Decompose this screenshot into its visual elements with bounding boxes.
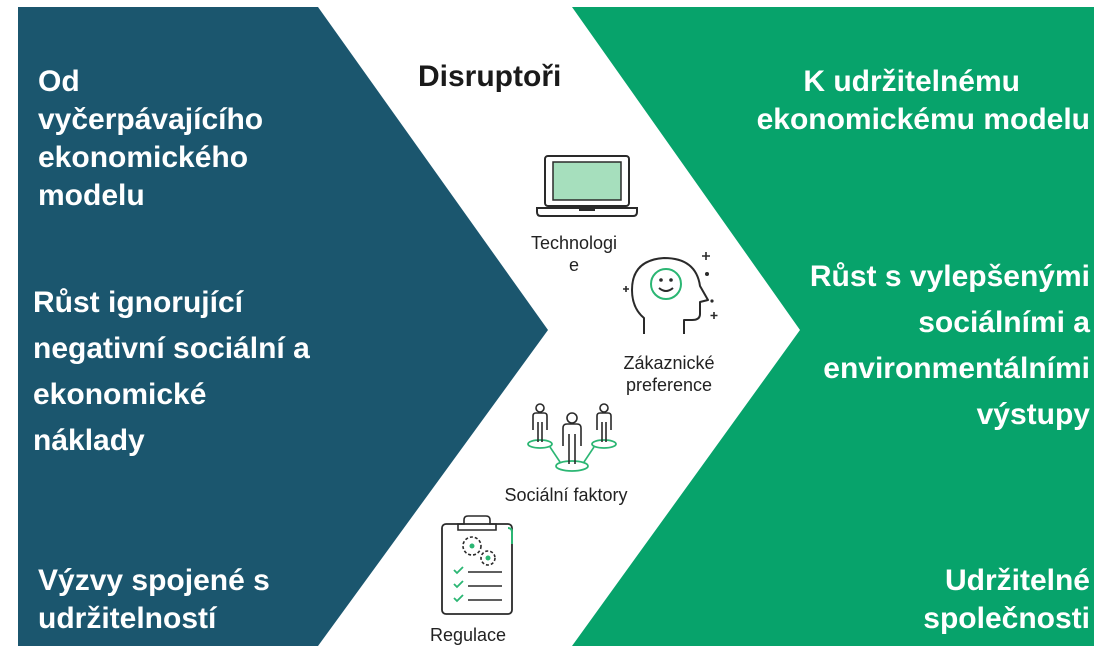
technology-label: Technologi e bbox=[519, 232, 629, 276]
left-heading-line: modelu bbox=[38, 179, 145, 212]
right-heading-line: K udržitelnému bbox=[803, 65, 1020, 98]
right-growth-line: Růst s vylepšenými bbox=[809, 260, 1090, 293]
regulation-label-line: Regulace bbox=[429, 625, 507, 645]
left-challenges-line: udržitelností bbox=[38, 602, 217, 635]
right-growth-line: výstupy bbox=[976, 398, 1090, 431]
left-growth-line: Růst ignorující bbox=[33, 286, 243, 319]
right-chevron-panel bbox=[572, 7, 1094, 646]
right-companies-text: Udržitelné společnosti bbox=[923, 562, 1090, 638]
right-growth-text: Růst s vylepšenými sociálními a environm… bbox=[810, 254, 1090, 438]
disruptors-title: Disruptoři bbox=[418, 60, 562, 93]
right-heading-line: ekonomickému modelu bbox=[756, 103, 1090, 136]
right-companies-line: Udržitelné bbox=[944, 564, 1090, 597]
customer-preferences-label-line: preference bbox=[625, 375, 713, 395]
left-heading-line: Od bbox=[38, 65, 80, 98]
technology-label-line: Technologi bbox=[530, 233, 618, 253]
left-growth-line: ekonomické bbox=[33, 378, 207, 411]
left-chevron-panel bbox=[18, 7, 548, 646]
head-smile-icon bbox=[623, 252, 718, 334]
left-growth-line: negativní sociální a bbox=[33, 332, 310, 365]
left-heading-line: vyčerpávajícího bbox=[38, 103, 264, 136]
customer-preferences-label-line: Zákaznické bbox=[623, 353, 715, 373]
people-network-icon bbox=[527, 403, 617, 472]
right-growth-line: sociálními a bbox=[918, 306, 1090, 339]
left-challenges-line: Výzvy spojené s bbox=[38, 564, 270, 597]
regulation-label: Regulace bbox=[410, 624, 526, 646]
left-challenges-text: Výzvy spojené s udržitelností bbox=[38, 562, 270, 638]
right-companies-line: společnosti bbox=[923, 602, 1090, 635]
social-factors-label: Sociální faktory bbox=[486, 484, 646, 506]
laptop-icon bbox=[536, 155, 638, 217]
left-growth-text: Růst ignorující negativní sociální a eko… bbox=[33, 280, 310, 464]
right-growth-line: environmentálními bbox=[823, 352, 1090, 385]
customer-preferences-label: Zákaznické preference bbox=[607, 352, 731, 396]
clipboard-gears-icon bbox=[441, 515, 513, 615]
technology-label-line: e bbox=[568, 255, 579, 275]
right-heading: K udržitelnému ekonomickému modelu bbox=[757, 63, 1090, 139]
left-growth-line: náklady bbox=[33, 424, 145, 457]
left-heading: Od vyčerpávajícího ekonomického modelu bbox=[38, 63, 263, 215]
social-factors-label-line: Sociální faktory bbox=[504, 485, 628, 505]
left-heading-line: ekonomického bbox=[38, 141, 249, 174]
